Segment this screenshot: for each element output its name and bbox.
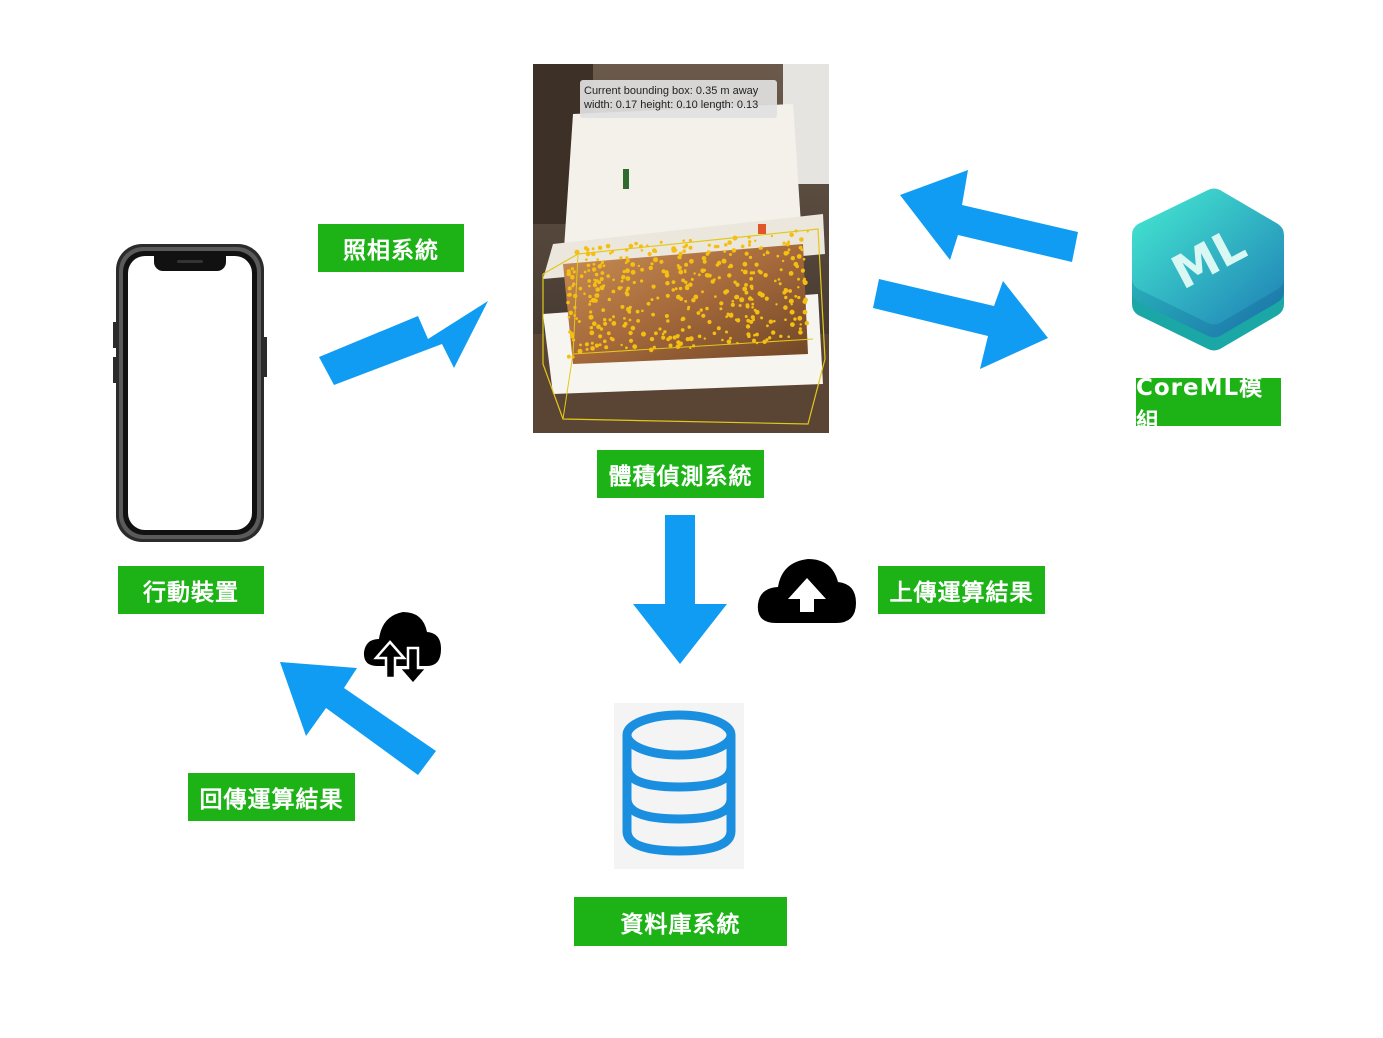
coreml-icon: ML xyxy=(1128,186,1288,356)
bounding-box-distance: Current bounding box: 0.35 m away xyxy=(584,85,759,97)
smartphone-icon xyxy=(112,242,272,546)
coreml-module-label: CoreML模組 xyxy=(1136,375,1281,435)
bounding-box-dimensions: width: 0.17 height: 0.10 length: 0.13 xyxy=(584,99,759,111)
cloud-upload-icon xyxy=(757,559,856,623)
upload-result-label: 上傳運算結果 xyxy=(878,566,1045,614)
database-system-label: 資料庫系統 xyxy=(574,897,787,946)
cloud-sync-icon xyxy=(363,612,441,686)
volume-detection-photo: Current bounding box: 0.35 m away width:… xyxy=(533,64,829,433)
camera-system-label: 照相系統 xyxy=(318,224,464,272)
return-result-label: 回傳運算結果 xyxy=(188,773,355,821)
database-icon xyxy=(614,703,744,869)
bounding-box-readout: Current bounding box: 0.35 m away width:… xyxy=(580,80,777,118)
volume-detection-label: 體積偵測系統 xyxy=(597,450,764,498)
mobile-device-label: 行動裝置 xyxy=(118,566,264,614)
